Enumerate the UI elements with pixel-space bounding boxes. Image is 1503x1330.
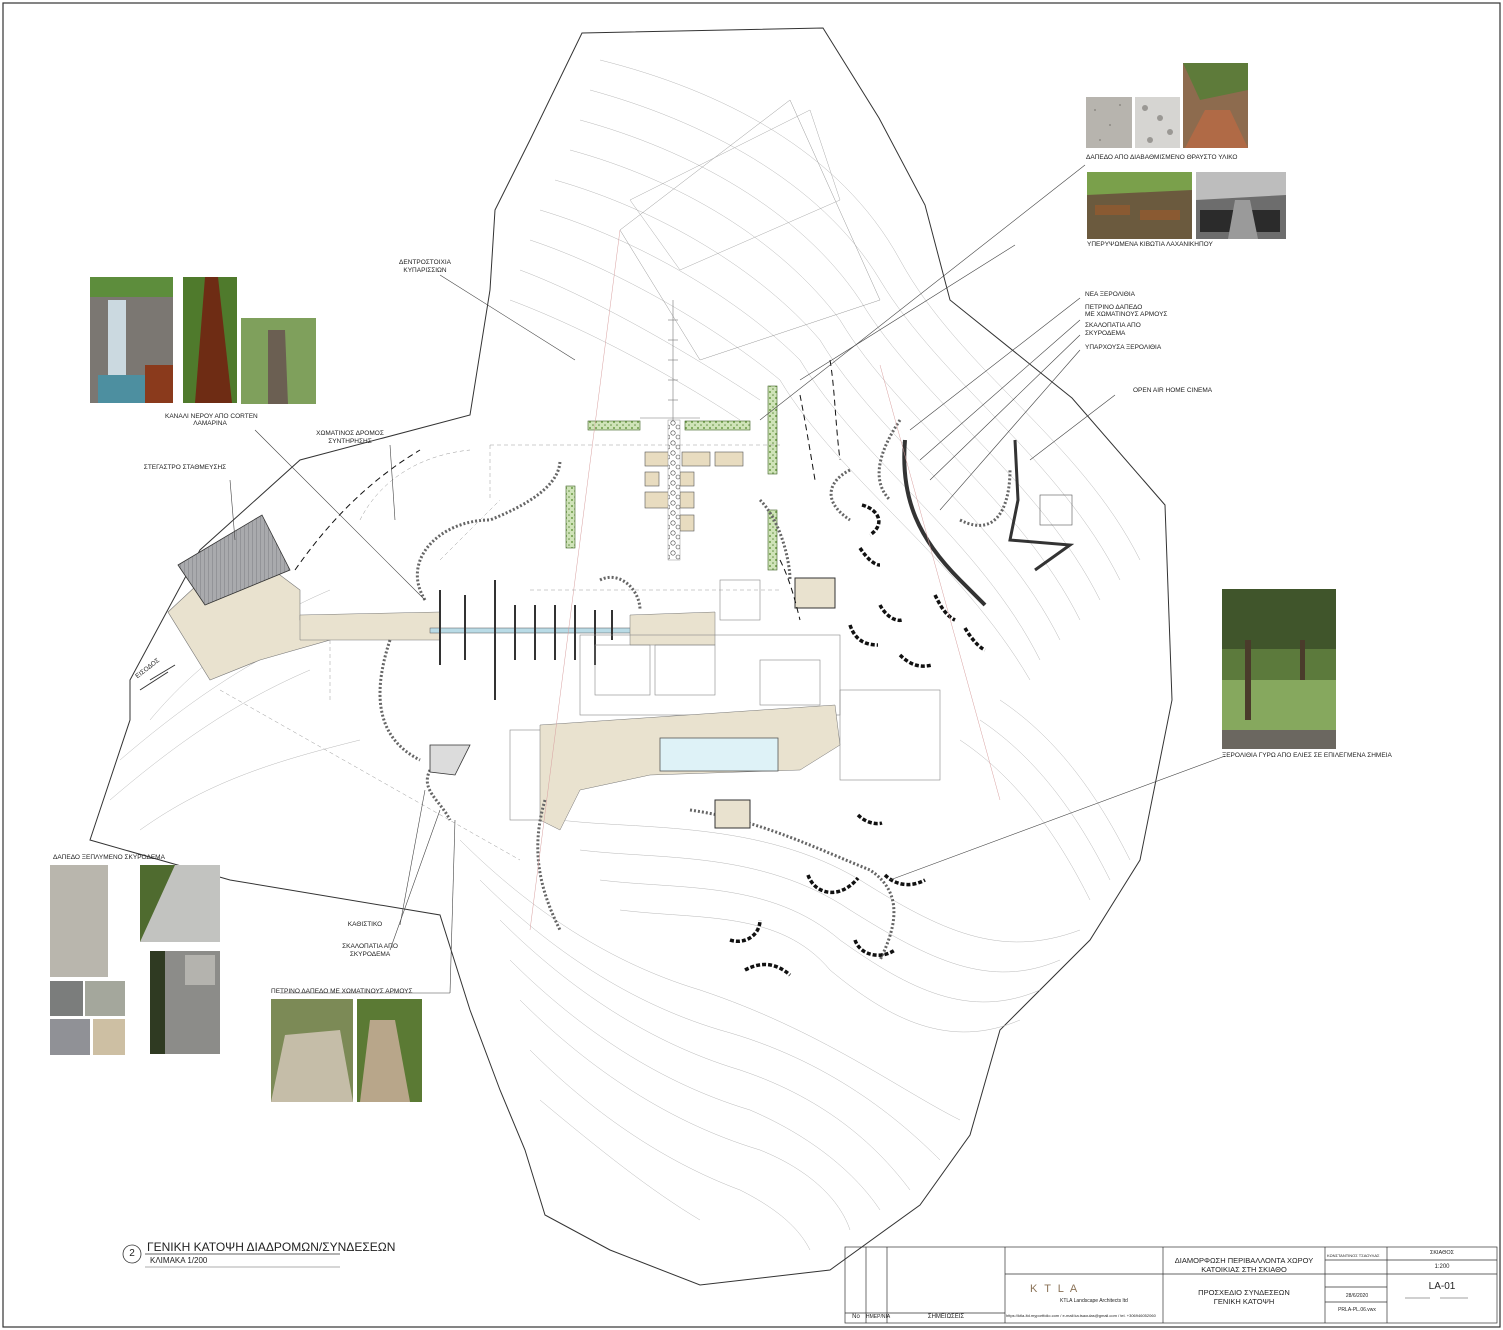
label-steps-concrete-2: ΣΚΥΡΟΔΕΜΑ (349, 951, 391, 958)
photo-gravel-fine (1086, 97, 1132, 148)
main-path (299, 611, 441, 641)
label-olives: ΞΕΡΟΛΙΘΙΑ ΓΥΡΩ ΑΠΟ ΕΛΙΕΣ ΣΕ ΕΠΙΛΕΓΜΕΝΑ Σ… (1222, 752, 1392, 759)
setback-line (619, 99, 881, 361)
label-steps-concrete-1: ΣΚΑΛΟΠΑΤΙΑ ΑΠΟ (342, 943, 398, 950)
tb-scale: 1:200 (1434, 1264, 1450, 1270)
label-new-drystone: ΝΕΑ ΞΕΡΟΛΙΘΙΑ (1085, 291, 1135, 298)
title-block-grid (844, 1246, 1498, 1324)
label-cypress-1: ΔΕΝΤΡΟΣΤΟΙΧΙΑ (399, 259, 451, 266)
photo-gravel-coarse (1135, 97, 1180, 148)
tb-sheet-line1: ΠΡΟΣΧΕΔΙΟ ΣΥΝΔΕΣΕΩΝ (1198, 1288, 1290, 1297)
label-concrete-steps-2: ΣΚΥΡΟΔΕΜΑ (1085, 330, 1126, 337)
cypress-rows (565, 385, 778, 571)
label-stone-floor-2: ΜΕ ΧΩΜΑΤΙΝΟΥΣ ΑΡΜΟΥΣ (1085, 311, 1168, 318)
label-concrete-steps-1: ΣΚΑΛΟΠΑΤΙΑ ΑΠΟ (1085, 322, 1141, 329)
label-cinema: OPEN AIR HOME CINEMA (1133, 387, 1213, 394)
label-water-channel-2: ΛΑΜΑΡΙΝΑ (193, 420, 227, 427)
label-stone-floor-1: ΠΕΤΡΙΝΟ ΔΑΠΕΔΟ (1085, 304, 1143, 311)
cypress-spine (640, 300, 700, 420)
tb-sheet-line2: ΓΕΝΙΚΗ ΚΑΤΟΨΗ (1213, 1297, 1275, 1306)
label-gravel-floor: ΔΑΠΕΔΟ ΑΠΟ ΔΙΑΒΑΘΜΙΣΜΕΝΟ ΘΡΑΥΣΤΟ ΥΛΙΚΟ (1086, 154, 1238, 161)
tb-project-line2: ΚΑΤΟΙΚΙΑΣ ΣΤΗ ΣΚΙΑΘΟ (1201, 1265, 1287, 1274)
label-dirt-road-2: ΣΥΝΤΗΡΗΣΗΣ (328, 438, 372, 445)
tb-col-date: ΗΜΕΡ/ΝΙΑ (866, 1314, 891, 1320)
swatch-concrete-3 (50, 1019, 90, 1055)
drawing-number: 2 (129, 1248, 135, 1259)
leader-lines (229, 164, 1226, 994)
label-existing-drystone: ΥΠΑΡΧΟΥΣΑ ΞΕΡΟΛΙΘΙΑ (1085, 344, 1162, 351)
tb-owner: ΚΩΝΣΤΑΝΤΙΝΟΣ ΤΣΑΟΥΛΑΣ (1327, 1253, 1380, 1258)
label-water-channel-1: ΚΑΝΑΛΙ ΝΕΡΟΥ ΑΠΟ CORTEN (165, 413, 258, 420)
label-parking: ΣΤΕΓΑΣΤΡΟ ΣΤΑΘΜΕΥΣΗΣ (143, 464, 227, 471)
label-washed-concrete: ΔΑΠΕΔΟ ΞΕΠΛΥΜΕΝΟ ΣΚΥΡΟΔΕΜΑ (53, 854, 165, 861)
tb-col-notes: ΣΗΜΕΙΩΣΕΙΣ (927, 1314, 965, 1320)
label-seat: ΚΑΘΙΣΤΙΚΟ (347, 921, 383, 928)
tb-project-line1: ΔΙΑΜΟΡΦΩΣΗ ΠΕΡΙΒΑΛΛΟΝΤΑ ΧΩΡΟΥ (1174, 1256, 1314, 1265)
label-stone-joints: ΠΕΤΡΙΝΟ ΔΑΠΕΔΟ ΜΕ ΧΩΜΑΤΙΝΟΥΣ ΑΡΜΟΥΣ (271, 988, 413, 995)
cinema-wall (902, 439, 987, 607)
swatch-concrete-4 (93, 1019, 125, 1055)
tb-sheet-no: LA-01 (1428, 1281, 1456, 1292)
pergola-beams (439, 580, 613, 700)
photo-washed-concrete (50, 865, 108, 977)
drawing-number-circle (122, 1244, 142, 1264)
tb-file: PRLA-PL.06.vwx (1338, 1307, 1376, 1313)
parking-roof (177, 514, 291, 606)
drawing-scale: ΚΛΙΜΑΚΑ 1/200 (150, 1256, 208, 1265)
swatch-concrete-1 (50, 981, 83, 1016)
swatch-concrete-2 (85, 981, 125, 1016)
tb-location: ΣΚΙΑΘΟΣ (1429, 1250, 1455, 1256)
garden-beds (644, 451, 744, 532)
swimming-pool (659, 737, 779, 772)
tb-col-no: No (852, 1314, 860, 1320)
label-cypress-2: ΚΥΠΑΡΙΣΣΙΩΝ (403, 267, 447, 274)
tb-office-name: KTLA Landscape Architects ltd (1060, 1298, 1128, 1304)
label-raised-beds: ΥΠΕΡΥΨΩΜΕΝΑ ΚΙΒΩΤΙΑ ΛΑΧΑΝΙΚΗΠΟΥ (1087, 241, 1213, 248)
olive-drystone-arcs (729, 503, 986, 977)
tb-office-logo: K T L A (1030, 1283, 1080, 1295)
label-dirt-road-1: ΧΩΜΑΤΙΝΟΣ ΔΡΟΜΟΣ (316, 430, 384, 437)
tb-contact: https://ktla-ltd.myportfolio.com / e-mai… (1006, 1313, 1156, 1318)
tb-date: 28/6/2020 (1345, 1293, 1369, 1299)
drawing-title: ΓΕΝΙΚΗ ΚΑΤΟΨΗ ΔΙΑΔΡΟΜΩΝ/ΣΥΝΔΕΣΕΩΝ (147, 1240, 396, 1254)
